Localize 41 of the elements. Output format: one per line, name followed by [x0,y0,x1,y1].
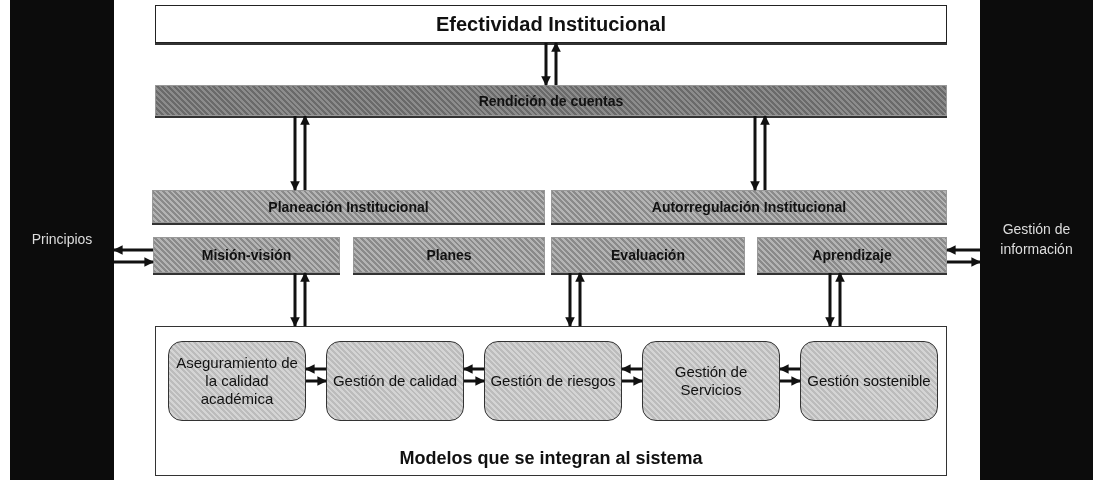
arrow [947,257,981,267]
arrow [946,245,980,255]
process-band: Rendición de cuentas [155,85,947,116]
rounded-box: Aseguramiento de la calidad académica [168,341,306,421]
side-band: Principios [10,0,114,480]
arrow [464,376,485,386]
process-band: Planeación Institucional [152,190,545,223]
arrow [621,364,642,374]
arrow [463,364,484,374]
arrow [835,272,845,326]
rounded-box: Gestión de riesgos [484,341,622,421]
rounded-box: Gestión de calidad [326,341,464,421]
arrow [541,43,551,86]
arrow [551,42,561,85]
arrow [760,115,770,190]
process-band: Misión-visión [153,237,340,273]
process-band: Autorregulación Institucional [551,190,947,223]
arrow [825,273,835,327]
arrow [300,272,310,326]
arrow [750,116,760,191]
arrow [565,273,575,327]
arrow [305,364,326,374]
side-band: Gestión de información [980,0,1093,480]
process-band: Evaluación [551,237,745,273]
process-band: Planes [353,237,545,273]
arrow [575,272,585,326]
arrow [779,364,800,374]
rounded-box: Gestión de Servicios [642,341,780,421]
arrow [114,257,154,267]
caption-text: Modelos que se integran al sistema [398,448,704,469]
title-box: Efectividad Institucional [155,5,947,43]
rounded-box: Gestión sostenible [800,341,938,421]
arrow [300,115,310,190]
process-band: Aprendizaje [757,237,947,273]
arrow [306,376,327,386]
arrow [780,376,801,386]
arrow [290,273,300,327]
arrow [622,376,643,386]
container-box [155,326,947,476]
arrow [113,245,153,255]
arrow [290,116,300,191]
